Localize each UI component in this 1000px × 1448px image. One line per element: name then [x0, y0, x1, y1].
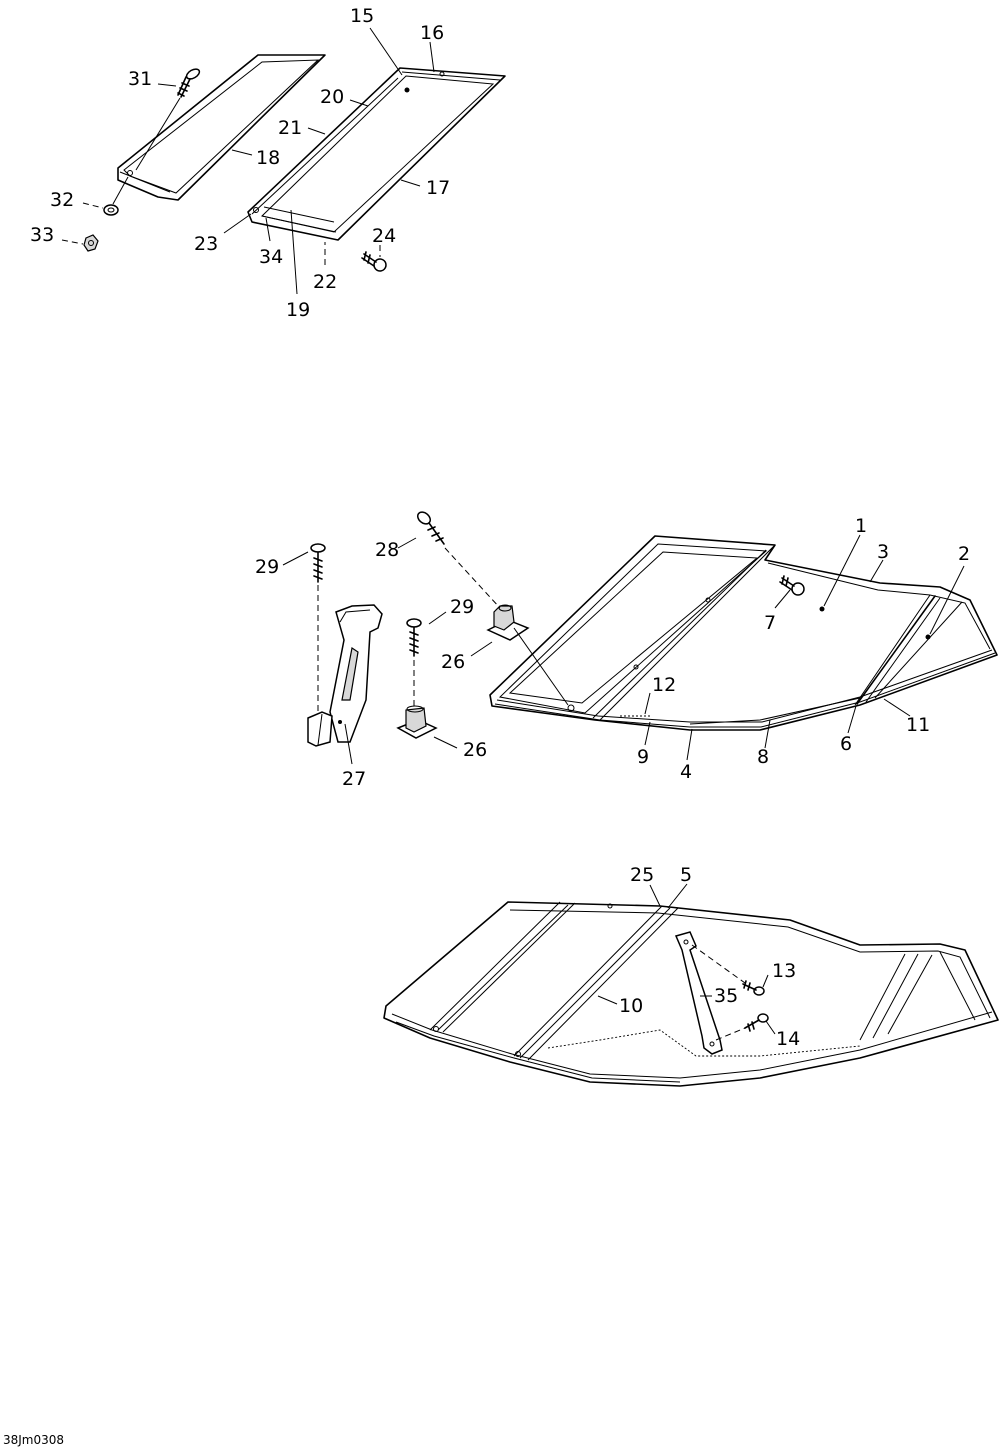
callout-10: 10	[619, 995, 643, 1017]
callout-33: 33	[30, 224, 54, 246]
callout-18: 18	[256, 147, 280, 169]
callout-5: 5	[680, 864, 692, 886]
windshield-rear-assembly: 25 5 13 35 10 14	[383, 864, 999, 1087]
screw-24-icon	[361, 251, 387, 272]
callout-31: 31	[128, 68, 152, 90]
screw-14-icon	[744, 1013, 769, 1032]
callout-19: 19	[286, 299, 310, 321]
windshield-assembly: 1 3 2 28 29 29 7 26 12 11 6 26 9 8 4 27	[255, 511, 998, 790]
screw-28-icon	[416, 511, 445, 545]
callout-1: 1	[855, 515, 867, 537]
callout-32: 32	[50, 189, 74, 211]
callout-4: 4	[680, 761, 692, 783]
door-assembly: 15 16 31 20 21 18 17 32 33 23 24 34 22 1…	[30, 5, 506, 321]
screw-7-icon	[779, 575, 805, 596]
drawing-reference: 38Jm0308	[3, 1433, 64, 1447]
mount-26-upper	[486, 604, 530, 641]
callout-15: 15	[350, 5, 374, 27]
washer-32-icon	[103, 204, 119, 216]
screw-13-icon	[742, 980, 765, 996]
windshield-frame	[489, 535, 998, 731]
callout-3: 3	[877, 541, 889, 563]
callout-8: 8	[757, 746, 769, 768]
callout-26a: 26	[441, 651, 465, 673]
callout-12: 12	[652, 674, 676, 696]
callout-25: 25	[630, 864, 654, 886]
callout-29b: 29	[450, 596, 474, 618]
callout-6: 6	[840, 733, 852, 755]
callout-34: 34	[259, 246, 283, 268]
screw-29-right-icon	[406, 618, 422, 657]
windshield-rear-frame	[383, 901, 999, 1087]
mount-26-lower	[396, 705, 438, 739]
screw-31-icon	[177, 68, 201, 98]
callout-24: 24	[372, 225, 396, 247]
callout-28: 28	[375, 539, 399, 561]
callout-26b: 26	[463, 739, 487, 761]
callout-20: 20	[320, 86, 344, 108]
callout-23: 23	[194, 233, 218, 255]
nut-33-icon	[83, 234, 99, 252]
callout-22: 22	[313, 271, 337, 293]
screw-29-left-icon	[310, 543, 326, 583]
callout-29a: 29	[255, 556, 279, 578]
callout-17: 17	[426, 177, 450, 199]
callout-21: 21	[278, 117, 302, 139]
callout-2: 2	[958, 543, 970, 565]
door-frame	[247, 67, 506, 241]
callout-13: 13	[772, 960, 796, 982]
callout-9: 9	[637, 746, 649, 768]
callout-11: 11	[906, 714, 930, 736]
hinge-27	[307, 604, 383, 747]
brace-35	[674, 931, 723, 1055]
callout-14: 14	[776, 1028, 800, 1050]
callout-35: 35	[714, 985, 738, 1007]
callout-7: 7	[764, 612, 776, 634]
callout-27: 27	[342, 768, 366, 790]
callout-16: 16	[420, 22, 444, 44]
